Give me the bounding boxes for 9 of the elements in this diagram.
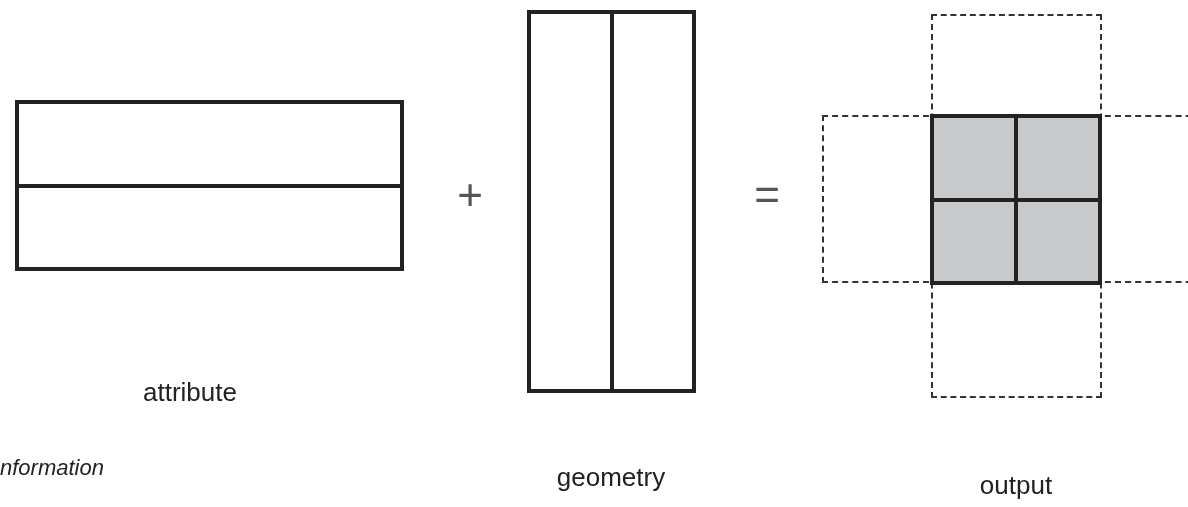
- caption: output: [979, 468, 1053, 502]
- operator-symbol: =: [754, 173, 780, 217]
- caption: geometry: [556, 460, 666, 494]
- split-rectangle: [527, 10, 696, 393]
- split-rectangle: [15, 100, 404, 271]
- operator-symbol: +: [457, 173, 483, 217]
- caption: nformation: [0, 453, 104, 482]
- output-grid-box: [930, 114, 1102, 285]
- caption: attribute: [143, 375, 237, 409]
